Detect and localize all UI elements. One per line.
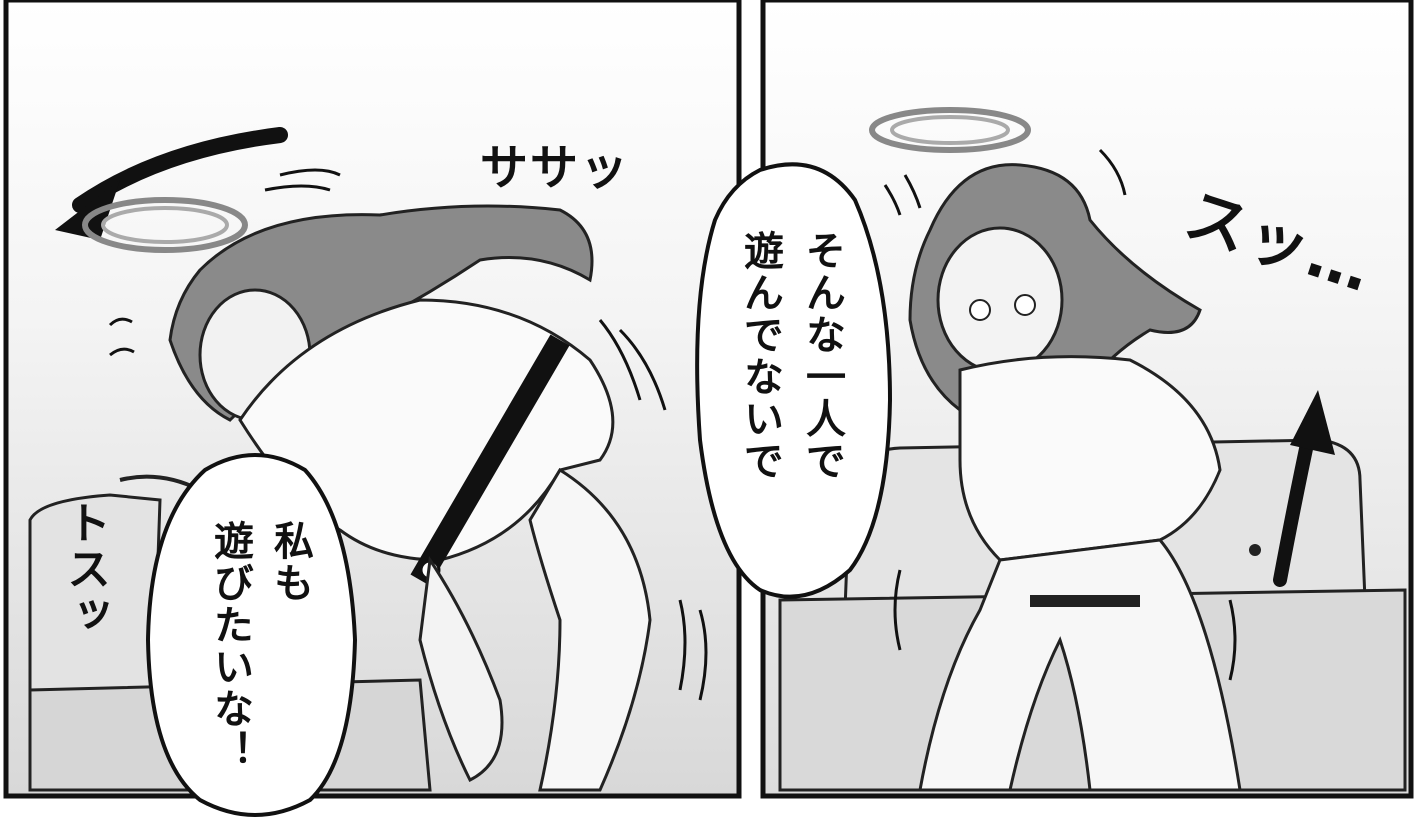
speech-text-left-line1: 私も — [267, 520, 313, 604]
speech-bubble-left — [145, 453, 358, 817]
speech-text-left-line2: 遊びたいな！ — [207, 520, 253, 772]
speech-text-center-line1: そんな一人で — [799, 230, 845, 482]
sfx-tosu: トスッ — [59, 500, 110, 638]
speech-text-center-line2: 遊んでないで — [737, 230, 783, 482]
sfx-sasa: ササッ — [480, 140, 631, 196]
left-panel — [3, 0, 742, 799]
speech-bubble-center — [695, 162, 893, 599]
